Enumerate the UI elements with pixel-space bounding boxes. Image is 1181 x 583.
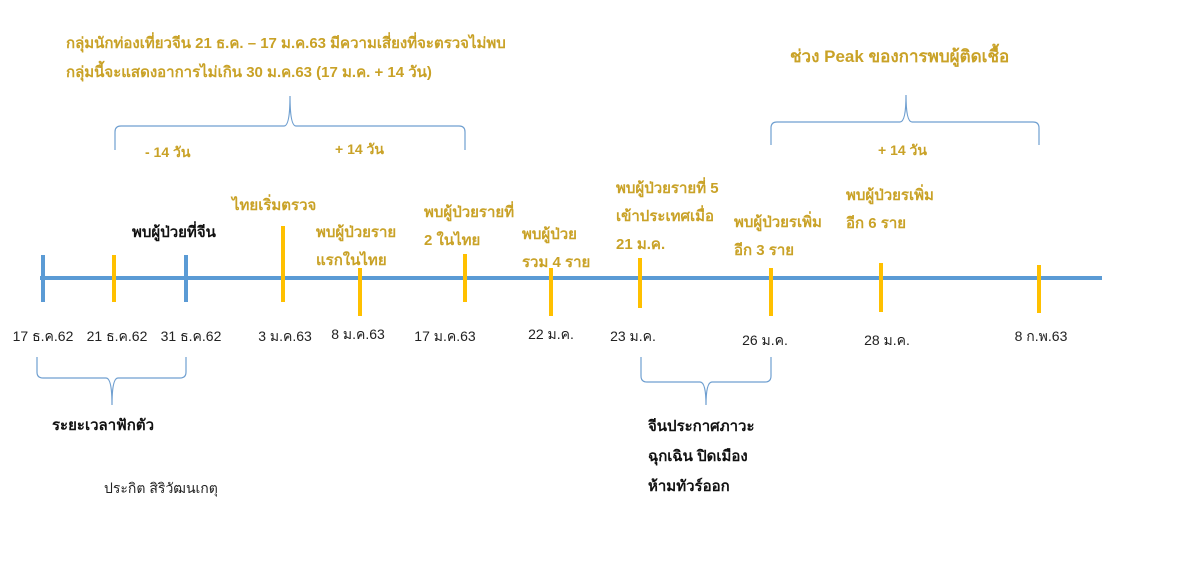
event-fifth-case: พบผู้ป่วยรายที่ 5 เข้าประเทศเมื่อ 21 ม.ค…	[616, 175, 719, 259]
event-line: พบผู้ป่วยรเพิ่ม	[846, 187, 934, 204]
event-3-more-cases: พบผู้ป่วยรเพิ่ม อีก 3 ราย	[734, 209, 822, 265]
header-note-line1: กลุ่มนักท่องเที่ยวจีน 21 ธ.ค. – 17 ม.ค.6…	[66, 35, 506, 52]
event-second-thai-case: พบผู้ป่วยรายที่ 2 ในไทย	[424, 199, 514, 255]
event-6-more-cases: พบผู้ป่วยรเพิ่ม อีก 6 ราย	[846, 182, 934, 238]
brace-top-left	[114, 95, 466, 150]
event-line: 2 ในไทย	[424, 232, 481, 249]
event-total-4-cases: พบผู้ป่วย รวม 4 ราย	[522, 221, 590, 277]
brace-top-right	[770, 94, 1040, 145]
event-first-thai-case: พบผู้ป่วยราย แรกในไทย	[316, 219, 396, 275]
brace-bottom-left	[36, 357, 187, 406]
incubation-period-label: ระยะเวลาฟักตัว	[52, 417, 154, 434]
event-line: 21 ม.ค.	[616, 236, 666, 253]
event-line: พบผู้ป่วยรายที่	[424, 204, 515, 221]
peak-title: ช่วง Peak ของการพบผู้ติดเชื้อ	[790, 47, 1010, 66]
event-china-cases: พบผู้ป่วยที่จีน	[132, 224, 216, 241]
event-line: พบผู้ป่วยราย	[316, 224, 397, 241]
date-label: 3 ม.ค.63	[258, 328, 312, 344]
date-label: 22 ม.ค.	[528, 326, 574, 342]
note-line: ห้ามทัวร์ออก	[648, 478, 730, 495]
minus-14-days-label: - 14 วัน	[145, 144, 191, 160]
date-label: 21 ธ.ค.62	[86, 328, 148, 344]
date-label: 26 ม.ค.	[742, 332, 788, 348]
event-line: อีก 3 ราย	[734, 242, 795, 259]
date-label: 31 ธ.ค.62	[160, 328, 222, 344]
peak-plus-14-days-label: + 14 วัน	[878, 142, 927, 158]
event-line: พบผู้ป่วยรายที่ 5	[616, 180, 719, 197]
event-line: แรกในไทย	[316, 252, 387, 269]
header-note-line2: กลุ่มนี้จะแสดงอาการไม่เกิน 30 ม.ค.63 (17…	[66, 64, 432, 81]
date-label: 28 ม.ค.	[864, 332, 910, 348]
date-label: 17 ธ.ค.62	[12, 328, 74, 344]
china-emergency-note: จีนประกาศภาวะ ฉุกเฉิน ปิดเมือง ห้ามทัวร์…	[648, 412, 755, 502]
event-line: รวม 4 ราย	[522, 254, 591, 271]
date-label: 23 ม.ค.	[610, 328, 656, 344]
event-thai-screening-starts: ไทยเริ่มตรวจ	[232, 197, 317, 214]
brace-bottom-right	[640, 357, 772, 406]
event-line: พบผู้ป่วยรเพิ่ม	[734, 214, 822, 231]
author-credit: ประกิต สิริวัฒนเกตุ	[104, 480, 218, 496]
plus-14-days-label: + 14 วัน	[335, 141, 384, 157]
note-line: ฉุกเฉิน ปิดเมือง	[648, 448, 748, 465]
event-line: พบผู้ป่วย	[522, 226, 577, 243]
date-label: 8 ก.พ.63	[1014, 328, 1068, 344]
note-line: จีนประกาศภาวะ	[648, 418, 755, 435]
date-label: 17 ม.ค.63	[414, 328, 476, 344]
event-line: เข้าประเทศเมื่อ	[616, 208, 714, 225]
event-line: อีก 6 ราย	[846, 215, 907, 232]
date-label: 8 ม.ค.63	[331, 326, 385, 342]
